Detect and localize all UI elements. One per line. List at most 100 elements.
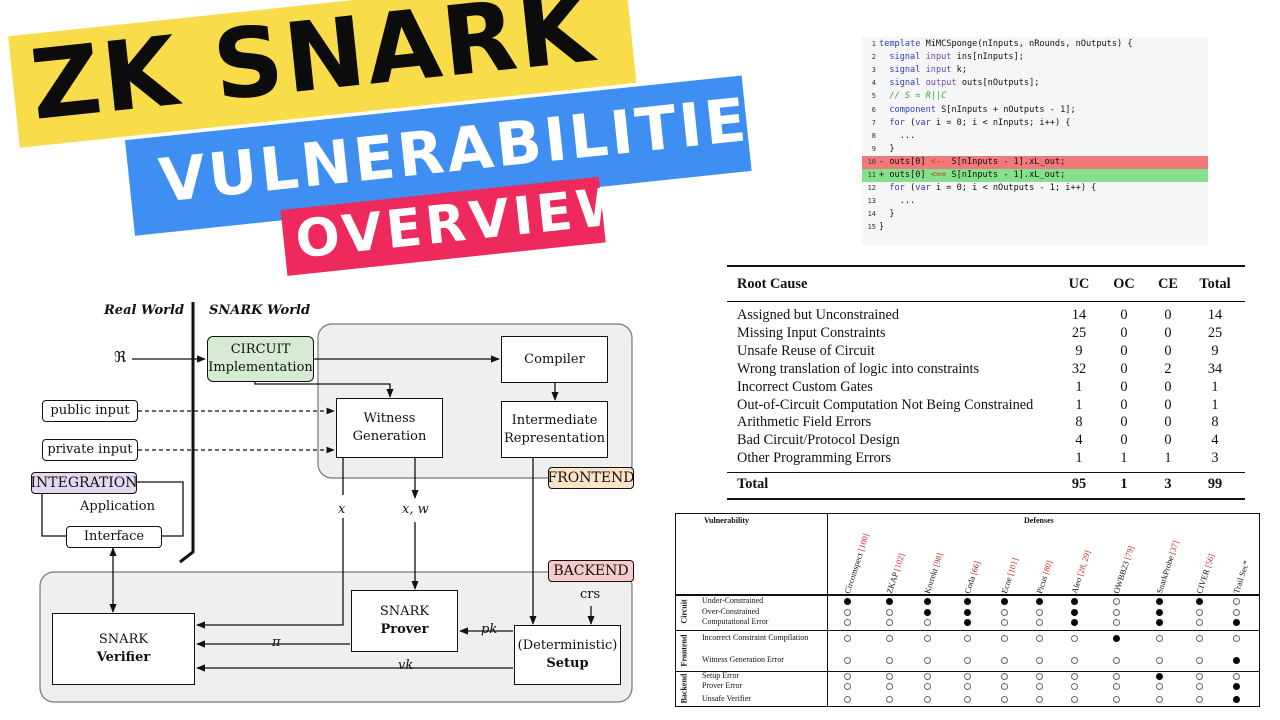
tool-name: Korrekt bbox=[923, 565, 941, 595]
line-number: 11 bbox=[867, 171, 876, 179]
vulnerability-name: Under-Constrained bbox=[702, 596, 764, 605]
line-number: 15 bbox=[867, 223, 876, 232]
coverage-dot-empty bbox=[1196, 696, 1203, 703]
table-rule bbox=[676, 630, 1259, 631]
coverage-dot-filled bbox=[964, 619, 971, 626]
coverage-dot-empty bbox=[924, 683, 931, 690]
count-cell: 0 bbox=[1120, 307, 1128, 323]
x-label: x bbox=[338, 502, 346, 517]
vulnerability-name: Computational Error bbox=[702, 617, 769, 626]
snark-world-label: SNARK World bbox=[209, 303, 311, 318]
table-rule bbox=[676, 594, 1259, 596]
tool-reference: [56] bbox=[1203, 552, 1217, 569]
root-cause-cell: Root Cause bbox=[737, 276, 808, 292]
code-line: 10- outs[0] <-- S[nInputs - 1].xL_out; bbox=[862, 155, 1208, 169]
coverage-dot-empty bbox=[1001, 683, 1008, 690]
count-cell: 1 bbox=[1211, 378, 1219, 395]
count-cell: 0 bbox=[1120, 378, 1128, 395]
private-input-label: private input bbox=[47, 442, 133, 457]
coverage-dot-empty bbox=[844, 609, 851, 616]
count-cell: 0 bbox=[1120, 432, 1128, 449]
coverage-dot-empty bbox=[964, 657, 971, 664]
tool-name: Circomspect bbox=[843, 549, 866, 595]
root-cause-cell: Assigned but Unconstrained bbox=[737, 307, 900, 323]
line-number: 9 bbox=[871, 144, 876, 153]
coverage-dot-empty bbox=[1156, 657, 1163, 664]
setup-line1: (Deterministic) bbox=[517, 638, 618, 653]
coverage-dot-empty bbox=[1113, 673, 1120, 680]
vk-label: vk bbox=[398, 658, 414, 673]
coverage-dot-empty bbox=[1001, 657, 1008, 664]
coverage-dot-filled bbox=[1156, 609, 1163, 616]
count-cell: 0 bbox=[1120, 414, 1128, 431]
coverage-dot-empty bbox=[886, 673, 893, 680]
ir-line2: Representation bbox=[503, 430, 605, 446]
vulnerability-name: Prover Error bbox=[702, 681, 743, 690]
coverage-dot-empty bbox=[1001, 673, 1008, 680]
tool-reference: [98] bbox=[931, 551, 945, 569]
code-text: } bbox=[879, 222, 885, 233]
count-cell: 0 bbox=[1164, 342, 1172, 359]
coverage-dot-empty bbox=[964, 635, 971, 642]
defense-tool-label: Coda [66] bbox=[963, 535, 991, 595]
table-rule bbox=[676, 671, 1259, 672]
coverage-dot-empty bbox=[964, 696, 971, 703]
count-cell: 1 bbox=[1120, 450, 1128, 467]
setup-box: (Deterministic)Setup bbox=[514, 625, 621, 685]
defense-tool-label: OWBB23 [79] bbox=[1112, 535, 1140, 595]
coverage-dot-empty bbox=[1156, 683, 1163, 690]
witness-line2: Generation bbox=[352, 429, 427, 444]
root-cause-cell: Incorrect Custom Gates bbox=[737, 378, 873, 395]
coverage-dot-empty bbox=[1196, 657, 1203, 664]
code-text: ... bbox=[879, 130, 916, 141]
coverage-dot-empty bbox=[1036, 619, 1043, 626]
code-text: component S[nInputs + nOutputs - 1]; bbox=[889, 104, 1076, 115]
coverage-dot-empty bbox=[1071, 683, 1078, 690]
code-text: signal input ins[nInputs]; bbox=[889, 52, 1024, 63]
root-cause-cell: Total bbox=[737, 476, 769, 492]
coverage-dot-filled bbox=[1071, 609, 1078, 616]
defense-tool-label: ZKAP [102] bbox=[885, 535, 913, 595]
coverage-dot-empty bbox=[1156, 696, 1163, 703]
tool-name: CIVER bbox=[1195, 566, 1212, 595]
line-number: 1 bbox=[871, 40, 876, 48]
defense-tool-label: Circomspect [100] bbox=[843, 532, 871, 595]
coverage-dot-filled bbox=[1001, 598, 1008, 605]
tool-reference: [80] bbox=[1041, 559, 1055, 576]
vulnerability-header: Vulnerability bbox=[704, 516, 750, 525]
defense-tool-label: Picus [80] bbox=[1035, 535, 1063, 595]
table-divider bbox=[827, 514, 828, 706]
count-cell: 2 bbox=[1164, 360, 1172, 377]
count-cell: 3 bbox=[1164, 476, 1172, 492]
coverage-dot-empty bbox=[886, 683, 893, 690]
count-cell: CE bbox=[1158, 276, 1178, 292]
code-text: signal input k; bbox=[889, 65, 967, 76]
pi-label: π bbox=[272, 635, 281, 650]
code-text: + outs[0] <== S[nInputs - 1].xL_out; bbox=[879, 170, 1066, 180]
root-cause-cell: Wrong translation of logic into constrai… bbox=[737, 360, 980, 377]
count-cell: 0 bbox=[1120, 360, 1128, 377]
coverage-dot-empty bbox=[1113, 598, 1120, 605]
vulnerability-name: Unsafe Verifier bbox=[702, 694, 751, 703]
root-cause-cell: Bad Circuit/Protocol Design bbox=[737, 432, 900, 449]
coverage-dot-empty bbox=[844, 657, 851, 664]
interface-box: Interface bbox=[66, 526, 162, 548]
root-cause-cell: Out-of-Circuit Computation Not Being Con… bbox=[737, 396, 1034, 413]
tool-reference: [102] bbox=[892, 552, 907, 573]
code-text: template MiMCSponge(nInputs, nRounds, nO… bbox=[879, 39, 1133, 49]
coverage-dot-empty bbox=[844, 619, 851, 626]
line-number: 12 bbox=[867, 184, 876, 193]
tool-name: Coda bbox=[963, 573, 978, 595]
coverage-dot-empty bbox=[1196, 619, 1203, 626]
interface-label: Interface bbox=[83, 529, 145, 544]
coverage-dot-empty bbox=[924, 635, 931, 642]
count-cell: 0 bbox=[1164, 324, 1172, 341]
defense-tool-label: SnarkProbe [37] bbox=[1155, 535, 1183, 595]
table-rule bbox=[727, 301, 1245, 302]
coverage-dot-empty bbox=[844, 673, 851, 680]
